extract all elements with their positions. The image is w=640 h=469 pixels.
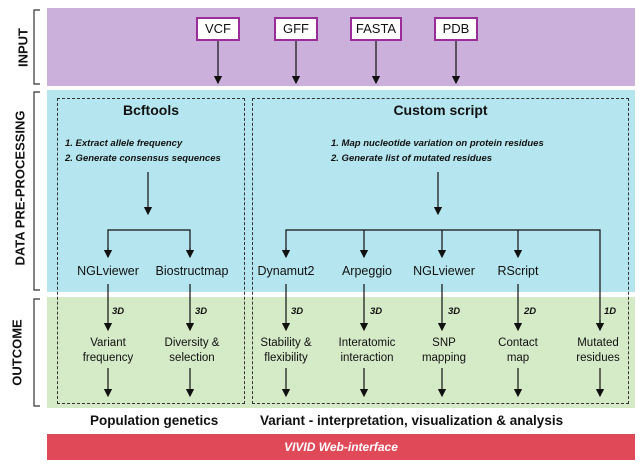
bracket-preprocessing (33, 91, 40, 291)
input-band (47, 8, 635, 86)
custom-step-2: 2. Generate list of mutated residues (331, 153, 493, 164)
footer-population-genetics: Population genetics (90, 413, 219, 428)
bracket-outcome (33, 298, 40, 407)
tool-nglviewer-custom: NGLviewer (413, 264, 475, 278)
input-fasta: FASTA (350, 17, 402, 41)
preprocessing-band (47, 90, 635, 292)
bracket-input (33, 9, 40, 85)
tool-nglviewer-bcftools: NGLviewer (77, 264, 139, 278)
dim-label: 3D (112, 306, 125, 317)
dim-label: 1D (604, 306, 617, 317)
bcftools-branch (107, 229, 191, 254)
outcome-diversity-selection: Diversity & selection (164, 337, 220, 364)
custom-script-group (252, 98, 629, 404)
web-interface-bar[interactable]: VIVID Web-interface (47, 434, 635, 460)
bcftools-step-2: 2. Generate consensus sequences (65, 153, 221, 164)
footer-variant-analysis: Variant - interpretation, visualization … (260, 413, 564, 428)
tool-arpeggio: Arpeggio (341, 264, 393, 278)
outcome-interatomic-interaction: Interatomic interaction (338, 337, 396, 364)
outcome-stability-flexibility: Stability & flexibility (260, 337, 312, 364)
dim-label: 3D (370, 306, 383, 317)
bcftools-title: Bcftools (123, 102, 179, 118)
dim-label: 2D (524, 306, 537, 317)
input-vcf: VCF (196, 17, 240, 41)
custom-step-1: 1. Map nucleotide variation on protein r… (331, 138, 544, 149)
outcome-contact-map: Contact map (498, 337, 538, 364)
tool-rscript: RScript (497, 264, 539, 278)
tool-dynamut2: Dynamut2 (257, 264, 315, 278)
dim-label: 3D (291, 306, 304, 317)
bcftools-step-1: 1. Extract allele frequency (65, 138, 183, 149)
dim-label: 3D (195, 306, 208, 317)
outcome-mutated-residues: Mutated residues (576, 337, 620, 364)
dim-label: 3D (448, 306, 461, 317)
custom-script-title: Custom script (393, 102, 488, 118)
bcftools-group (57, 98, 245, 404)
custom-branch (285, 229, 601, 330)
outcome-snp-mapping: SNP mapping (421, 337, 467, 364)
outcome-band (47, 297, 635, 408)
tool-biostructmap: Biostructmap (155, 264, 229, 278)
input-gff: GFF (274, 17, 318, 41)
outcome-variant-frequency: Variant frequency (82, 337, 134, 364)
input-pdb: PDB (434, 17, 478, 41)
